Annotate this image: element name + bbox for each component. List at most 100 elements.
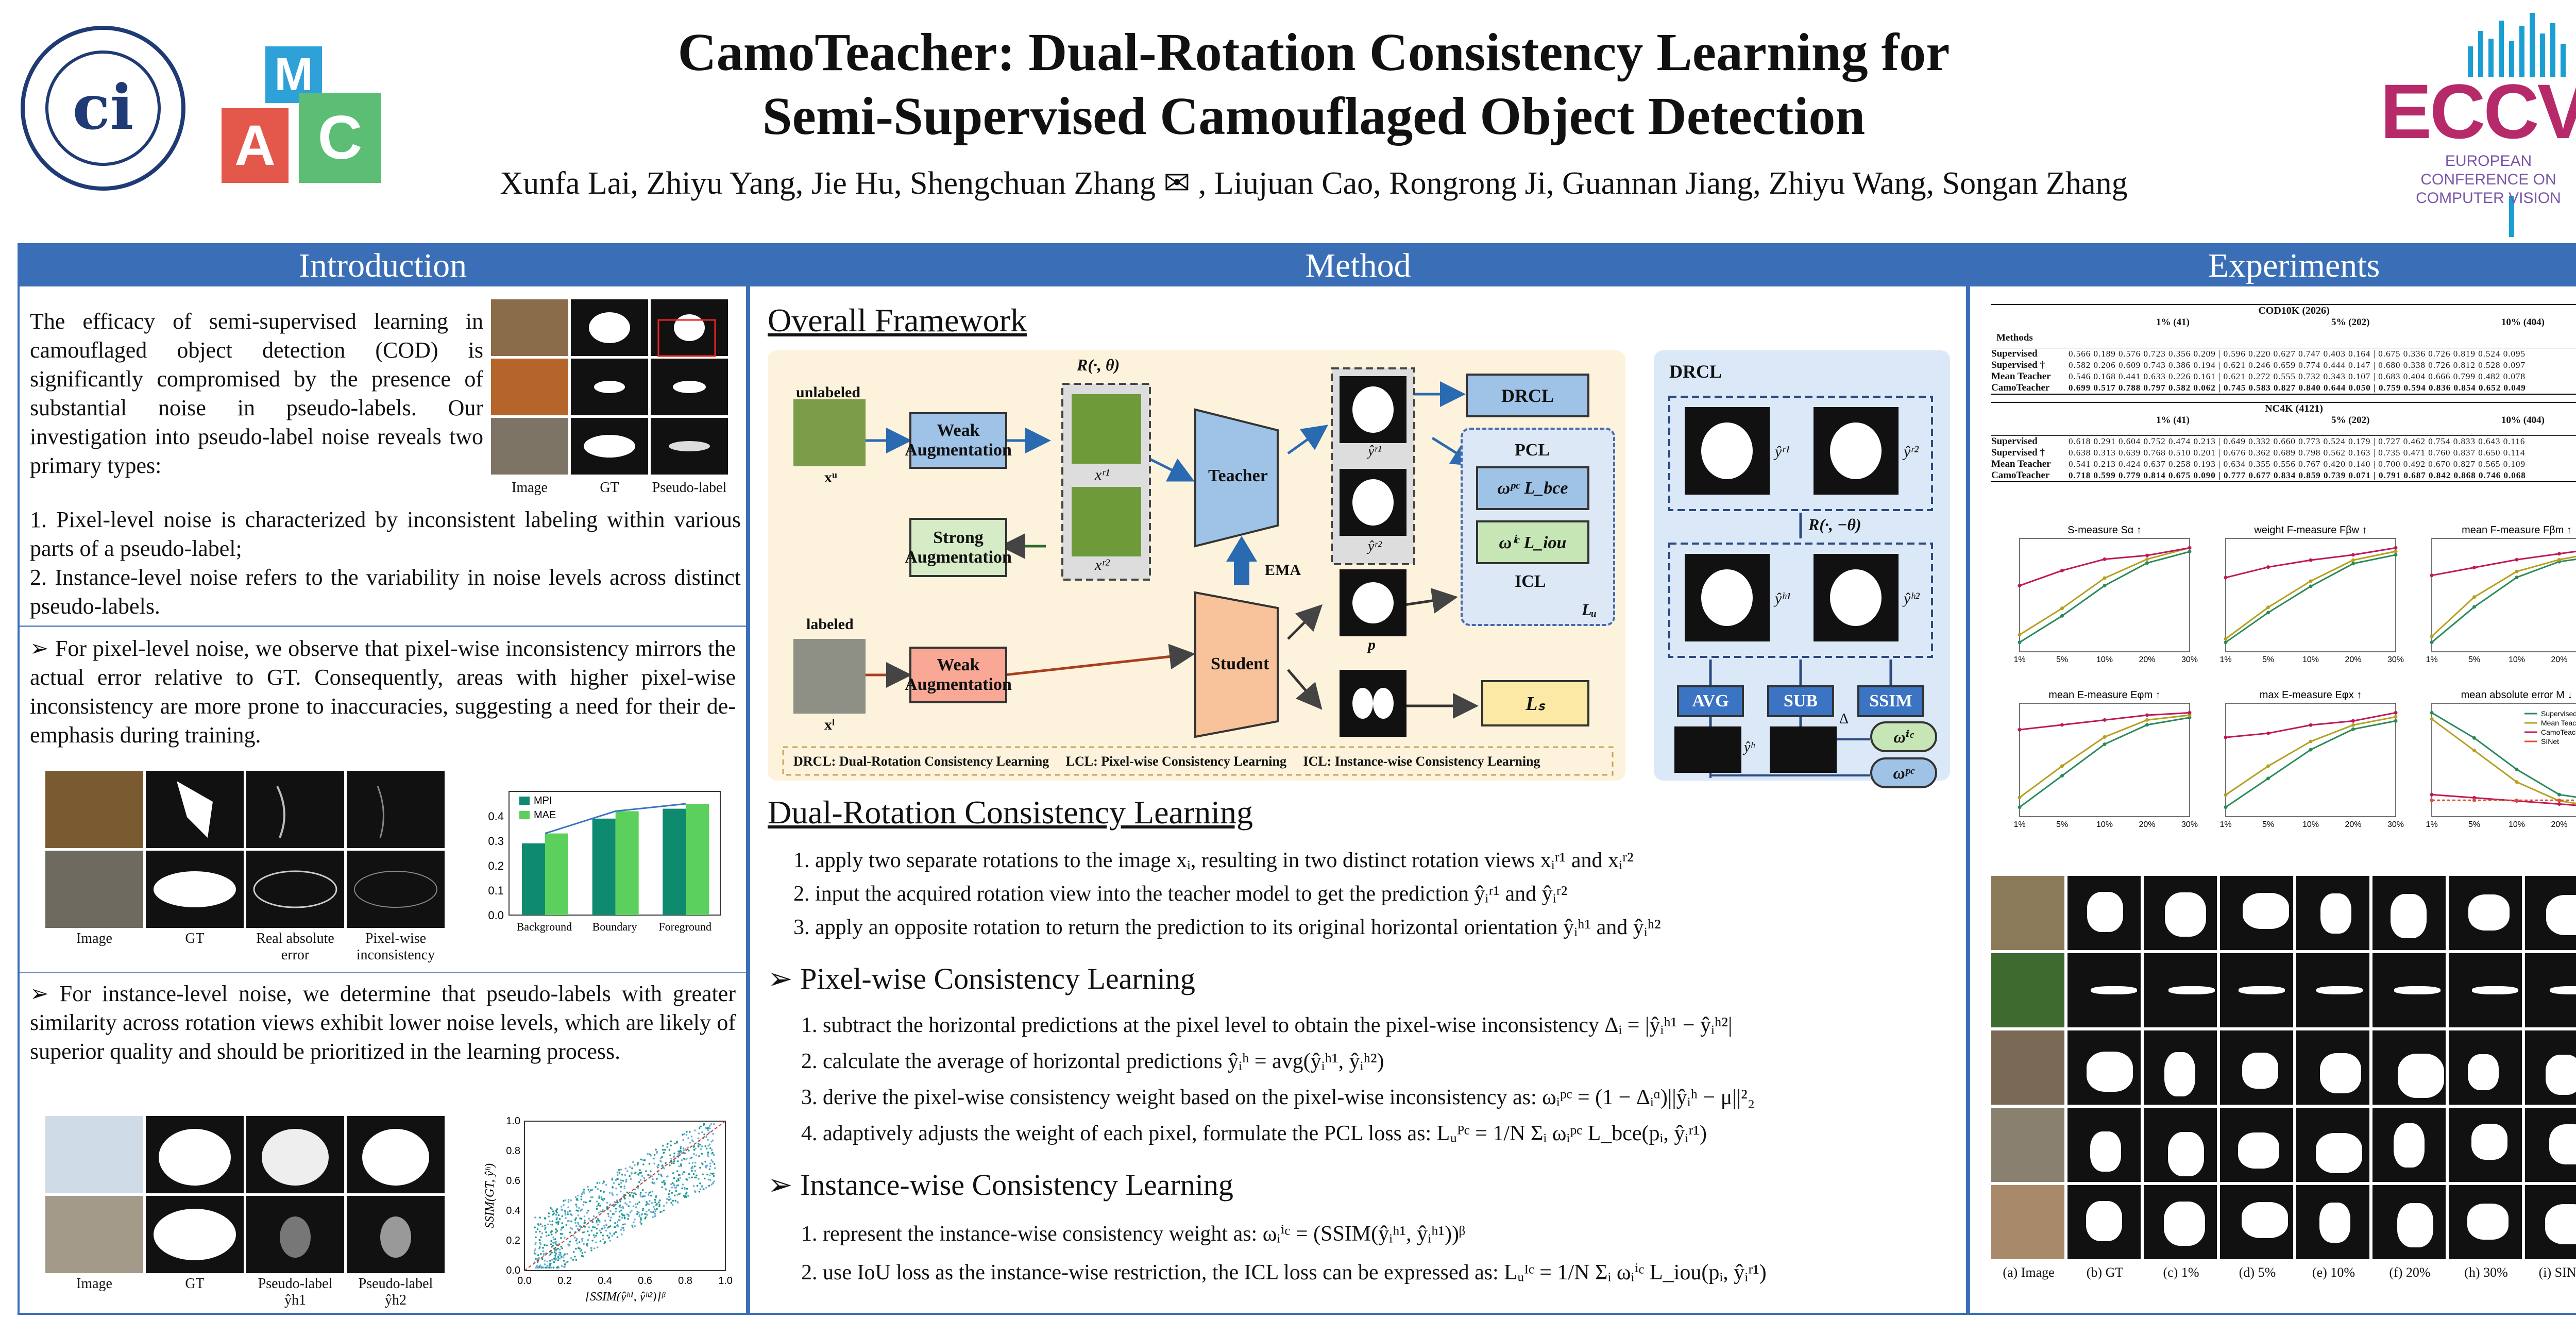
line-point (2060, 774, 2064, 778)
scatter-point (557, 1256, 560, 1258)
scatter-point (693, 1165, 696, 1168)
line-xtick: 5% (2056, 655, 2068, 664)
yr2-label: ŷʳ² (1368, 538, 1382, 554)
scatter-point (564, 1212, 566, 1214)
scatter-point (713, 1180, 716, 1182)
scatter-point (580, 1217, 583, 1220)
scatter-point (553, 1238, 555, 1241)
scatter-xlabel: [SSIM(ŷʰ¹, ŷʰ²)]ᵝ (585, 1290, 666, 1301)
scatter-point (607, 1215, 610, 1217)
figure-inconsistency-thumb (347, 851, 445, 928)
drcl-delta-thumb (1770, 726, 1837, 773)
scatter-point (548, 1264, 550, 1267)
scatter-point (682, 1147, 685, 1149)
line-point (2103, 576, 2107, 580)
scatter-point (536, 1264, 538, 1267)
scatter-point (636, 1213, 639, 1215)
line-point (2394, 546, 2398, 550)
scatter-point (615, 1203, 617, 1206)
xu-label: xᵘ (824, 469, 837, 486)
scatter-point (690, 1156, 693, 1159)
scatter-point (644, 1213, 646, 1215)
figure-caption: Pseudo-label (652, 480, 727, 496)
scatter-point (598, 1203, 600, 1205)
weak-augmentation-labeled-box: Weak Augmentation (905, 647, 1012, 703)
wpc-output-pill: ωᵖᶜ (1870, 757, 1937, 788)
scatter-point (613, 1205, 615, 1207)
scatter-point (656, 1203, 658, 1205)
pcl-label: PCL (1515, 441, 1550, 460)
table-split: 5% (202) (2331, 317, 2370, 328)
qual-mask-shape (2168, 1132, 2204, 1176)
scatter-point (587, 1189, 590, 1191)
scatter-point (626, 1213, 629, 1215)
scatter-point (553, 1251, 556, 1254)
scatter-point (618, 1169, 620, 1171)
line-point (2018, 633, 2022, 637)
pixel-noise-paragraph: ➢ For pixel-level noise, we observe that… (30, 636, 736, 748)
scatter-point (546, 1264, 549, 1267)
legend-label: Mean Teacher (2541, 719, 2576, 727)
scatter-point (602, 1191, 605, 1193)
delta-label: Δ (1839, 711, 1849, 727)
scatter-point (626, 1191, 629, 1194)
qual-image-thumb (1991, 1185, 2064, 1259)
scatter-point (615, 1208, 617, 1210)
scatter-point (571, 1214, 573, 1216)
scatter-point (661, 1186, 664, 1189)
scatter-point (641, 1189, 644, 1191)
scatter-point (628, 1215, 630, 1217)
scatter-point (616, 1224, 618, 1227)
scatter-point (577, 1228, 579, 1230)
scatter-point (546, 1244, 548, 1247)
teacher-label: Teacher (1208, 466, 1268, 485)
qual-mask-shape (2316, 986, 2363, 994)
bar-mae (686, 804, 709, 915)
scatter-point (550, 1233, 553, 1236)
scatter-point (601, 1210, 603, 1213)
scatter-point (650, 1155, 652, 1157)
scatter-point (545, 1235, 548, 1237)
scatter-point (598, 1211, 600, 1214)
scatter-point (692, 1153, 695, 1155)
figure-caption: GT (185, 931, 205, 946)
scatter-point (631, 1172, 633, 1174)
icl-section-title: ➢ Instance-wise Consistency Learning (768, 1168, 1233, 1202)
qual-mask-shape (2391, 894, 2427, 938)
figure-caption: Image (512, 480, 548, 496)
scatter-point (635, 1206, 637, 1208)
scatter-point (556, 1244, 558, 1246)
scatter-point (636, 1163, 639, 1166)
scatter-point (564, 1213, 567, 1216)
intro-paragraph: The efficacy of semi-supervised learning… (30, 309, 483, 478)
xr1-label: xʳ¹ (1095, 466, 1110, 483)
scatter-point (684, 1148, 687, 1151)
scatter-point (578, 1207, 580, 1209)
scatter-point (588, 1200, 591, 1203)
scatter-xtick: 0.2 (557, 1275, 572, 1287)
line-point (2266, 605, 2270, 610)
line-chart-frame (2225, 538, 2396, 652)
scatter-point (611, 1235, 614, 1237)
scatter-point (555, 1258, 557, 1260)
scatter-point (585, 1201, 587, 1204)
legend-label: MPI (534, 795, 552, 806)
scatter-point (648, 1162, 651, 1165)
scatter-point (637, 1173, 639, 1175)
scatter-point (708, 1131, 710, 1134)
scatter-point (577, 1210, 579, 1212)
scatter-ytick: 0.8 (506, 1145, 520, 1157)
scatter-point (586, 1212, 588, 1214)
scatter-point (554, 1231, 557, 1233)
qual-mask-thumb (2067, 876, 2141, 950)
scatter-point (638, 1201, 640, 1204)
line-point (2557, 798, 2561, 802)
scatter-point (632, 1196, 635, 1198)
line-point (2394, 719, 2398, 723)
scatter-point (597, 1224, 599, 1226)
scatter-point (583, 1220, 586, 1222)
scatter-point (602, 1199, 604, 1202)
line-xtick: 5% (2262, 655, 2274, 664)
scatter-point (544, 1244, 546, 1246)
